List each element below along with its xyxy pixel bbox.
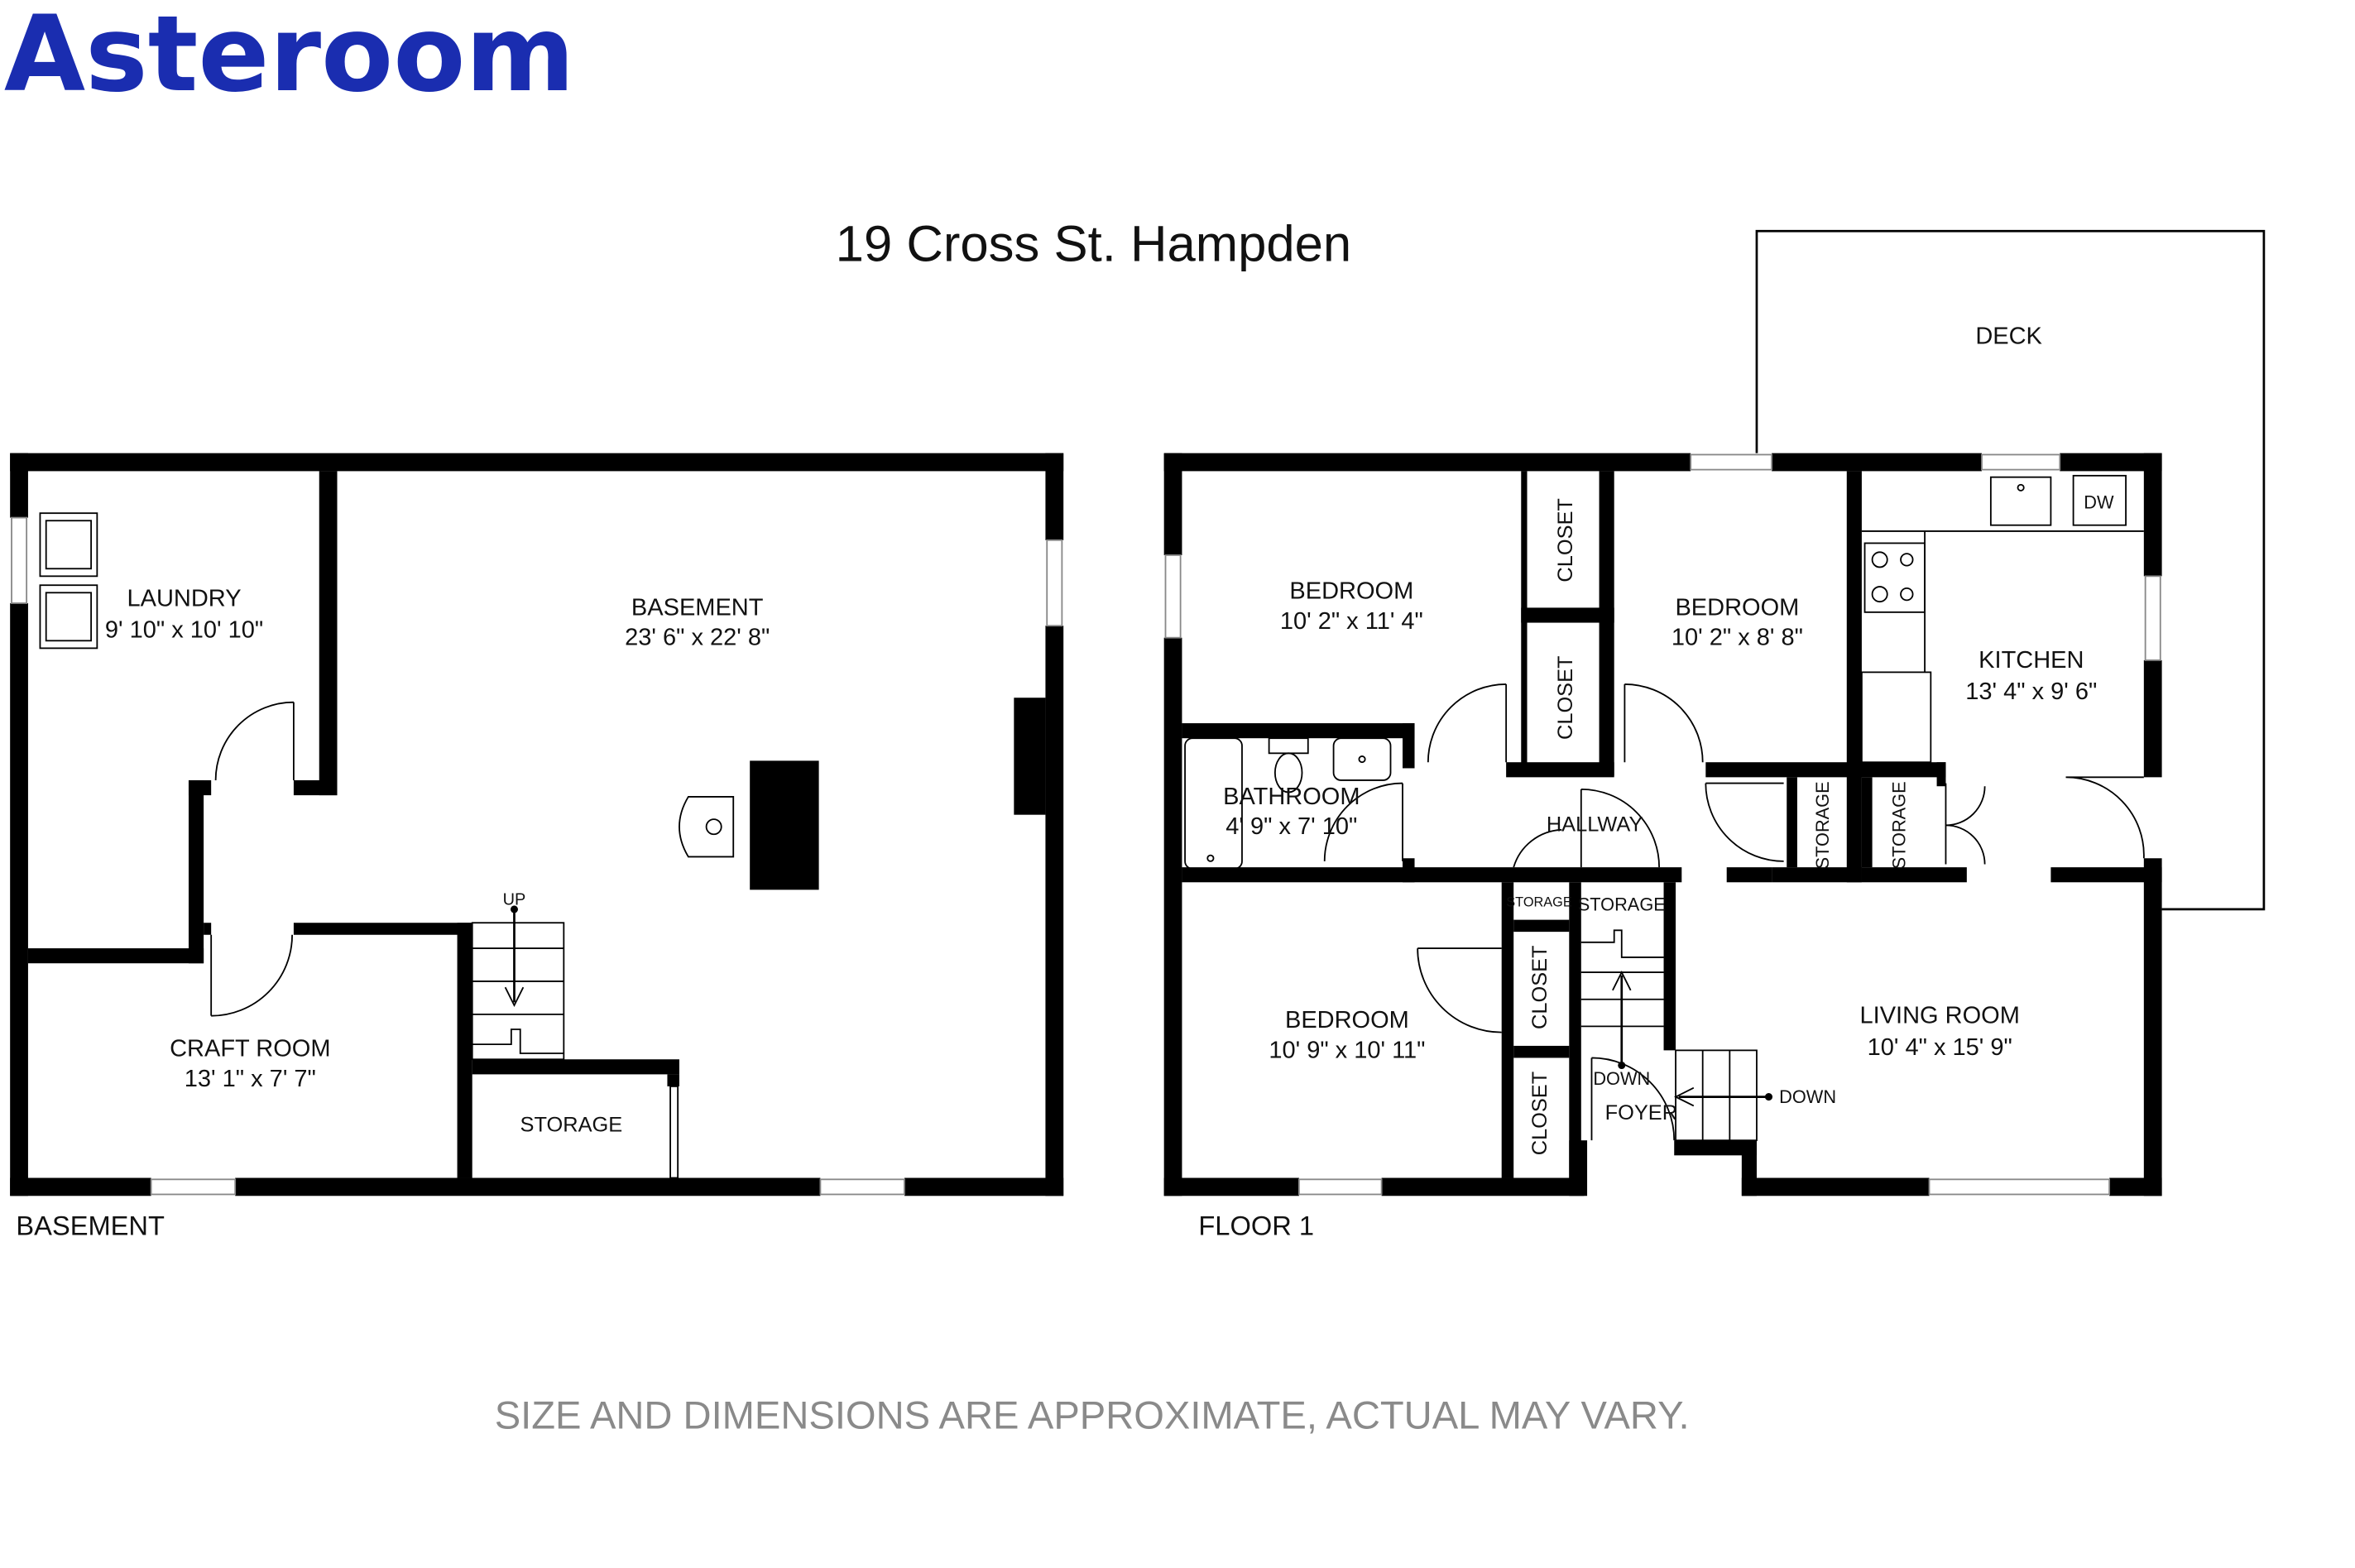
floor1-labels: BEDROOM 10' 2" x 11' 4" BEDROOM 10' 2" x… <box>1223 498 2097 1155</box>
basement-stairs: UP <box>471 890 565 1061</box>
floor1-walls <box>1163 453 2162 1196</box>
bathroom-name: BATHROOM <box>1223 784 1360 810</box>
disclaimer: SIZE AND DIMENSIONS ARE APPROXIMATE, ACT… <box>495 1393 1690 1436</box>
bedroom1-dims: 10' 2" x 11' 4" <box>1280 608 1423 635</box>
foyer-name: FOYER <box>1605 1101 1677 1124</box>
craft-dims: 13' 1" x 7' 7" <box>185 1066 316 1092</box>
closet-label-3: CLOSET <box>1528 945 1552 1029</box>
basement-name: BASEMENT <box>631 594 764 621</box>
basement-dims: 23' 6" x 22' 8" <box>625 625 770 651</box>
page-title: 19 Cross St. Hampden <box>836 216 1352 273</box>
stairs-down-label-1: DOWN <box>1593 1068 1650 1089</box>
laundry-dims: 9' 10" x 10' 10" <box>105 617 263 644</box>
closet-label-1: CLOSET <box>1554 498 1577 583</box>
bedroom3-dims: 10' 9" x 10' 11" <box>1269 1037 1425 1063</box>
deck <box>1755 229 2266 911</box>
basement-floor-label: BASEMENT <box>16 1210 165 1240</box>
basement-plan: UP LAUNDRY 9' 10" x 10' 10" BASEMENT 23'… <box>10 453 1064 1240</box>
bathroom-dims: 4' 9" x 7' 10" <box>1225 813 1357 840</box>
laundry-name: LAUNDRY <box>127 586 241 612</box>
stair-storage-label: STORAGE <box>1578 894 1666 915</box>
water-heater <box>679 796 735 858</box>
hallway-name: HALLWAY <box>1547 813 1643 837</box>
stairs-down-label-2: DOWN <box>1779 1086 1836 1107</box>
floor1-plan: DECK <box>1163 229 2266 1240</box>
logo-text: Asteroom <box>4 0 575 115</box>
basement-labels: LAUNDRY 9' 10" x 10' 10" BASEMENT 23' 6"… <box>105 586 770 1137</box>
floor1-doors <box>1323 683 2145 1141</box>
bathroom-fixtures <box>1184 737 1392 870</box>
closet-label-4: CLOSET <box>1528 1072 1552 1156</box>
storage-label-1: STORAGE <box>1812 781 1833 869</box>
kitchen-fixtures: DW <box>1861 474 2144 764</box>
basement-storage-name: STORAGE <box>520 1113 623 1136</box>
basement-doors <box>210 701 295 1017</box>
living-name: LIVING ROOM <box>1860 1003 2020 1029</box>
craft-name: CRAFT ROOM <box>170 1036 330 1062</box>
deck-label: DECK <box>1975 323 2042 349</box>
bedroom2-name: BEDROOM <box>1675 594 1799 621</box>
small-storage-label: STORAGE <box>1506 894 1572 909</box>
floor1-floor-label: FLOOR 1 <box>1198 1210 1314 1240</box>
kitchen-dims: 13' 4" x 9' 6" <box>1965 679 2097 705</box>
living-dims: 10' 4" x 15' 9" <box>1868 1034 2012 1061</box>
washer-dryer <box>39 512 98 650</box>
dishwasher-label: DW <box>2084 492 2114 513</box>
storage-label-2: STORAGE <box>1888 781 1909 869</box>
stairs-up-label: UP <box>503 890 526 909</box>
asteroom-logo: Asteroom <box>4 0 575 115</box>
bedroom3-name: BEDROOM <box>1285 1007 1409 1033</box>
floor1-stairs: DOWN DOWN <box>1580 929 1836 1142</box>
bedroom2-dims: 10' 2" x 8' 8" <box>1672 625 1803 651</box>
closet-label-2: CLOSET <box>1554 655 1577 740</box>
kitchen-name: KITCHEN <box>1978 647 2084 674</box>
basement-walls <box>10 453 1064 1196</box>
bedroom1-name: BEDROOM <box>1289 578 1413 605</box>
